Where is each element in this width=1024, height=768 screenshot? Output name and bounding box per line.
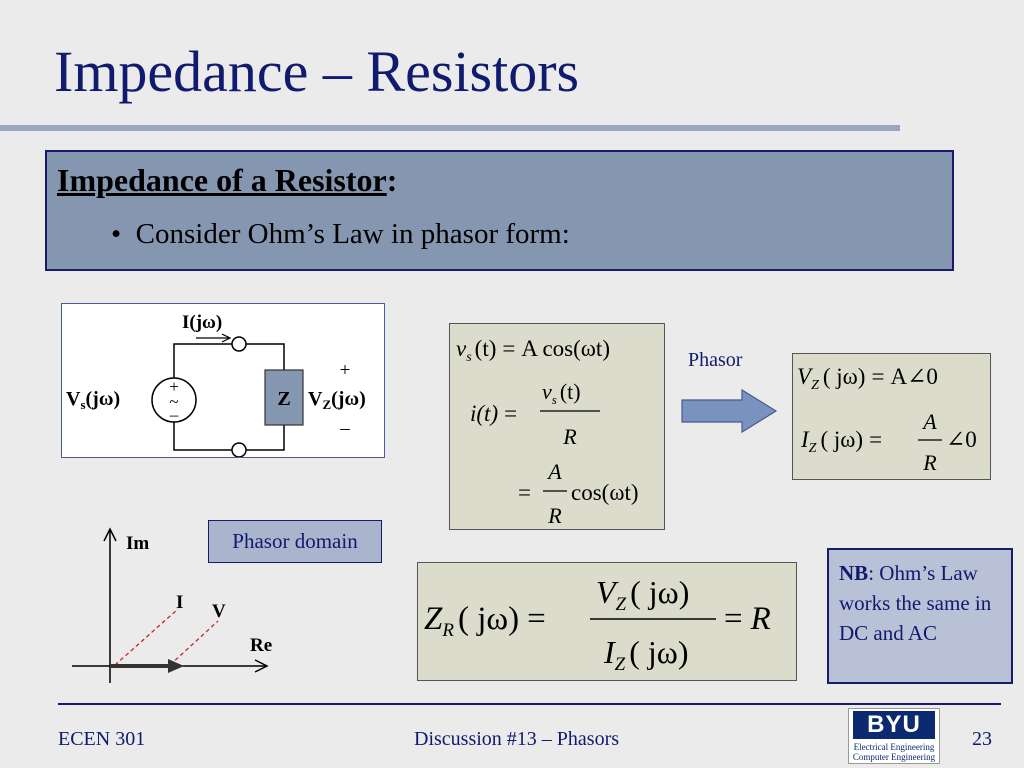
source-minus: – <box>169 405 179 424</box>
logo-line2: Computer Engineering <box>852 752 936 762</box>
source-tilde: ~ <box>169 392 178 411</box>
impedance-label: Z <box>277 388 290 410</box>
load-minus: – <box>339 418 350 439</box>
phasor-diagram: Im Re I V <box>72 527 272 683</box>
slide-title: Impedance – Resistors <box>54 39 580 104</box>
page-number: 23 <box>972 728 992 750</box>
nb-bold: NB <box>839 561 869 585</box>
callout-heading-text: Impedance of a Resistor <box>57 162 387 198</box>
circuit-svg: I(jω) + ~ – Vs(jω) Z + VZ(jω) – <box>66 312 366 458</box>
eq2-lhs: i(t)= <box>470 401 517 426</box>
top-terminal <box>231 336 247 352</box>
top-right-wire <box>246 343 285 370</box>
source-plus: + <box>169 377 179 396</box>
impedance-lhs: ZR( jω)= <box>424 601 546 641</box>
phasor-eq1: VZ( jω)=A∠0 <box>797 364 938 393</box>
byu-logo: BYU Electrical Engineering Computer Engi… <box>848 708 940 764</box>
impedance-rhs: =R <box>724 601 771 637</box>
phasor-eq2-lhs: IZ( jω)= <box>800 427 882 456</box>
phasor-eq2-numerator: A <box>921 409 937 434</box>
transform-arrow-icon <box>681 388 778 434</box>
callout-bullet: • Consider Ohm’s Law in phasor form: <box>111 218 570 250</box>
eq1: vs(t)=A cos(ωt) <box>456 336 610 365</box>
phasor-eq-svg: VZ( jω)=A∠0 IZ( jω)= A R ∠0 <box>797 364 977 475</box>
load-plus: + <box>340 360 351 381</box>
impedance-denominator: IZ( jω) <box>603 634 689 675</box>
eq2-numerator: vs(t) <box>542 379 581 407</box>
phasor-eq2-denominator: R <box>922 450 937 475</box>
voltage-guide-line <box>169 620 219 666</box>
footer-title: Discussion #13 – Phasors <box>414 728 620 750</box>
phasor-label: Phasor <box>688 349 743 371</box>
top-left-wire <box>173 343 232 380</box>
phasor-domain-label: Phasor domain <box>208 520 382 563</box>
time-domain-equations: vs(t)=A cos(ωt) i(t)= vs(t) R = A R cos(… <box>449 323 665 530</box>
phasor-vector-arrowhead <box>168 659 184 673</box>
logo-line1: Electrical Engineering <box>853 742 935 752</box>
bottom-left-wire <box>173 420 232 451</box>
eq3-denominator: R <box>547 503 562 528</box>
current-arrowhead <box>221 333 232 343</box>
title-divider <box>0 125 900 131</box>
eq3-numerator: A <box>546 459 562 484</box>
impedance-numerator: VZ( jω) <box>596 574 689 615</box>
bottom-terminal <box>231 442 247 458</box>
re-axis-label: Re <box>250 635 272 656</box>
phasor-eq2-tail: ∠0 <box>946 427 977 452</box>
eq2-denominator: R <box>562 424 577 449</box>
bottom-right-wire <box>246 425 285 451</box>
imag-axis-arrowhead <box>103 527 117 542</box>
phasor-equations: VZ( jω)=A∠0 IZ( jω)= A R ∠0 <box>792 353 991 480</box>
impedance-block <box>264 369 304 426</box>
nb-text: : Ohm’s Law works the same in DC and AC <box>839 561 992 645</box>
impedance-svg: ZR( jω)= VZ( jω) IZ( jω) =R <box>424 574 771 675</box>
eq3-tail: cos(ωt) <box>571 480 639 505</box>
voltage-phasor-label: V <box>212 601 226 622</box>
im-axis-label: Im <box>126 533 149 554</box>
real-axis-arrowhead <box>254 659 269 673</box>
footer-course: ECEN 301 <box>58 728 146 750</box>
nb-note: NB: Ohm’s Law works the same in DC and A… <box>827 548 1013 684</box>
voltage-source-icon <box>151 377 197 423</box>
source-label: Vs(jω) <box>66 388 120 412</box>
time-domain-svg: vs(t)=A cos(ωt) i(t)= vs(t) R = A R cos(… <box>456 336 639 528</box>
current-phasor-label: I <box>176 592 183 613</box>
current-guide-line <box>114 608 179 666</box>
footer-divider <box>58 703 1001 705</box>
eq3-eq: = <box>518 480 531 505</box>
circuit-diagram: I(jω) + ~ – Vs(jω) Z + VZ(jω) – <box>61 303 385 458</box>
callout-heading-colon: : <box>386 162 398 198</box>
byu-logo-mark: BYU <box>853 711 935 739</box>
load-voltage-label: VZ(jω) <box>308 388 366 412</box>
callout-heading: Impedance of a Resistor: <box>57 162 397 199</box>
arrow-shape <box>681 388 778 434</box>
callout-bullet-text: Consider Ohm’s Law in phasor form: <box>135 218 570 250</box>
impedance-equation: ZR( jω)= VZ( jω) IZ( jω) =R <box>417 562 797 681</box>
callout-box: Impedance of a Resistor: • Consider Ohm’… <box>45 150 954 271</box>
current-label: I(jω) <box>182 312 222 333</box>
